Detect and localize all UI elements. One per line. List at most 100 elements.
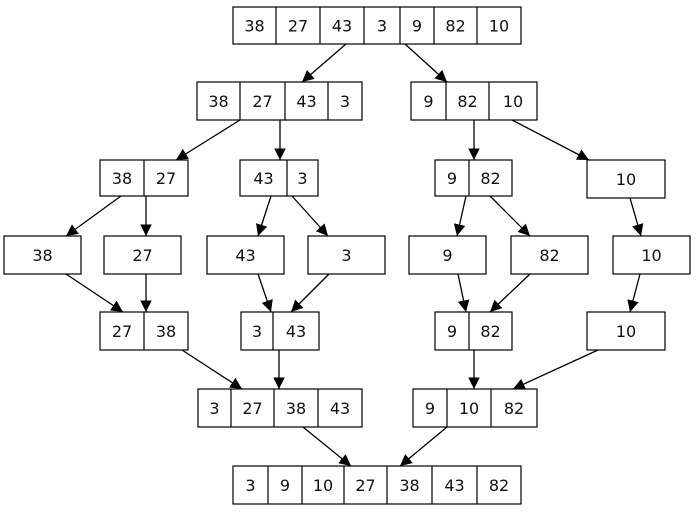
cell-value: 43	[444, 476, 464, 495]
node-box	[3, 235, 82, 275]
cell-value: 9	[442, 246, 452, 265]
cell-value: 27	[242, 399, 262, 418]
arrow-merge-left-to-sorted	[302, 426, 352, 467]
cell-value: 3	[209, 399, 219, 418]
cell-value: 43	[332, 17, 352, 36]
cell-value: 27	[156, 169, 176, 188]
arrow-split-rl-to-leaf-9	[453, 195, 467, 237]
node-box	[240, 311, 320, 351]
edges	[65, 43, 644, 467]
cell-value: 27	[132, 246, 152, 265]
cell-value: 82	[480, 322, 500, 341]
cell-value: 38	[208, 92, 228, 111]
cell-value: 10	[459, 399, 479, 418]
cell-value: 43	[330, 399, 350, 418]
node-split-ll: 38 27	[99, 159, 189, 197]
cell-value: 82	[457, 92, 477, 111]
arrow-split-rl-to-leaf-82	[489, 195, 531, 237]
node-box	[197, 388, 363, 428]
node-leaf-10: 10	[612, 235, 691, 275]
cell-value: 43	[286, 322, 306, 341]
node-box	[196, 81, 363, 121]
arrow-leaf-3-to-merge-lr	[290, 273, 330, 313]
cell-value: 10	[503, 92, 523, 111]
node-split-left: 38 27 43 3	[196, 81, 363, 121]
node-box	[232, 465, 522, 505]
node-box	[586, 311, 666, 351]
arrow-merge-rr-to-merge-right	[512, 349, 599, 390]
node-box	[586, 159, 666, 199]
arrow-split-lr-to-leaf-43	[256, 195, 272, 237]
cell-value: 10	[616, 322, 636, 341]
cell-value: 9	[412, 17, 422, 36]
cell-value: 3	[245, 476, 255, 495]
cell-value: 10	[313, 476, 333, 495]
node-merge-rr: 10	[586, 311, 666, 351]
node-box	[510, 235, 589, 275]
arrow-leaf-10-to-merge-rr	[627, 273, 641, 313]
node-leaf-9: 9	[408, 235, 487, 275]
node-box	[307, 235, 386, 275]
cell-value: 38	[244, 17, 264, 36]
node-box	[612, 235, 691, 275]
cell-value: 3	[252, 322, 262, 341]
node-box	[232, 6, 522, 45]
arrow-root-to-split-left	[301, 43, 347, 83]
cell-value: 38	[32, 246, 52, 265]
cell-value: 82	[445, 17, 465, 36]
cell-value: 3	[297, 169, 307, 188]
arrow-merge-right-to-sorted	[399, 426, 448, 467]
cell-value: 43	[235, 246, 255, 265]
node-box	[434, 159, 513, 197]
node-box	[434, 311, 513, 351]
cell-value: 10	[489, 17, 509, 36]
node-box	[103, 235, 182, 275]
arrow-split-ll-to-leaf-38	[65, 195, 122, 237]
node-leaf-82: 82	[510, 235, 589, 275]
arrow-leaf-82-to-merge-rl	[489, 273, 531, 313]
node-box	[239, 159, 319, 197]
node-split-rl: 9 82	[434, 159, 513, 197]
cell-value: 82	[489, 476, 509, 495]
cell-value: 43	[253, 169, 273, 188]
cell-value: 3	[377, 17, 387, 36]
cell-value: 9	[280, 476, 290, 495]
node-leaf-43: 43	[206, 235, 285, 275]
arrow-split-lr-to-leaf-3	[291, 195, 329, 237]
cell-value: 3	[340, 92, 350, 111]
arrow-leaf-38-to-merge-ll	[65, 273, 124, 313]
arrow-leaf-43-to-merge-lr	[257, 273, 273, 313]
cell-value: 38	[286, 399, 306, 418]
node-box	[412, 388, 538, 428]
cell-value: 10	[616, 170, 636, 189]
cell-value: 82	[504, 399, 524, 418]
node-leaf-3: 3	[307, 235, 386, 275]
cell-value: 27	[112, 322, 132, 341]
node-box	[206, 235, 285, 275]
node-leaf-27: 27	[103, 235, 182, 275]
cell-value: 43	[296, 92, 316, 111]
arrow-root-to-split-right	[404, 43, 448, 83]
cell-value: 9	[447, 169, 457, 188]
node-split-rr: 10	[586, 159, 666, 199]
cell-value: 38	[156, 322, 176, 341]
cell-value: 3	[341, 246, 351, 265]
node-merge-ll: 27 38	[99, 311, 189, 351]
node-split-lr: 43 3	[239, 159, 319, 197]
node-root: 38 27 43 3 9 82 10	[232, 6, 522, 45]
cell-value: 27	[288, 17, 308, 36]
cell-value: 82	[480, 169, 500, 188]
arrow-merge-ll-to-merge-left	[181, 349, 243, 390]
node-merge-lr: 3 43	[240, 311, 320, 351]
cell-value: 27	[252, 92, 272, 111]
arrow-split-rr-to-leaf-10	[629, 197, 644, 237]
node-merge-left: 3 27 38 43	[197, 388, 363, 428]
cell-value: 38	[112, 169, 132, 188]
cell-value: 27	[355, 476, 375, 495]
arrow-split-left-to-split-ll	[175, 119, 241, 161]
cell-value: 9	[425, 399, 435, 418]
